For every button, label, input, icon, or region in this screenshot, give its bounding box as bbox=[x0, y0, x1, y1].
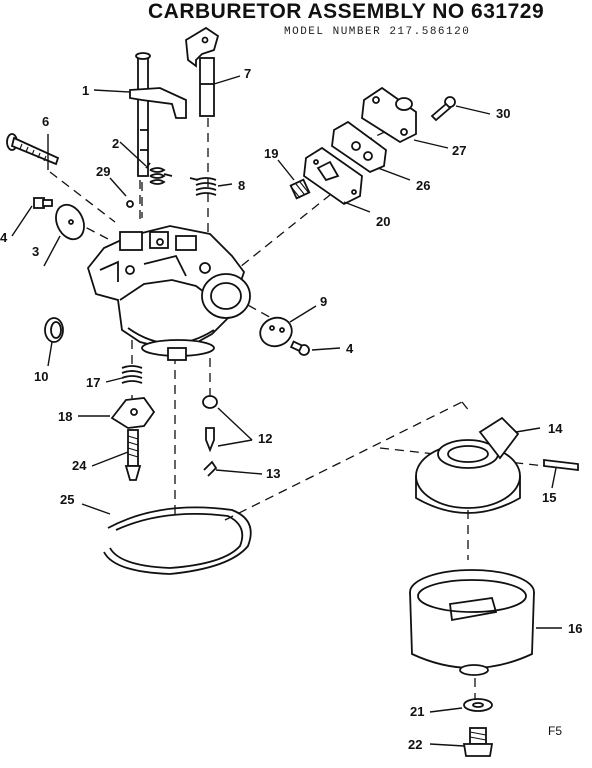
part-needle-clip bbox=[203, 460, 218, 477]
callout-6: 6 bbox=[42, 114, 49, 129]
callout-3: 3 bbox=[32, 244, 39, 259]
part-screw-right bbox=[289, 340, 310, 356]
callout-16: 16 bbox=[568, 621, 582, 636]
part-pump-diaphragm bbox=[331, 120, 387, 174]
callout-25: 25 bbox=[60, 492, 74, 507]
model-number-line: MODEL NUMBER 217.586120 bbox=[284, 26, 471, 38]
callout-12: 12 bbox=[258, 431, 272, 446]
part-choke-valve bbox=[259, 316, 293, 348]
callout-8: 8 bbox=[238, 178, 245, 193]
callout-27: 27 bbox=[452, 143, 466, 158]
callout-4-left: 4 bbox=[0, 230, 8, 245]
part-float bbox=[415, 416, 521, 514]
part-welch-plug bbox=[44, 317, 64, 343]
figure-id: F5 bbox=[548, 724, 563, 738]
part-throttle-return-spring bbox=[145, 162, 173, 185]
part-carburetor-body bbox=[86, 225, 251, 361]
part-bowl-washer bbox=[463, 698, 493, 712]
part-idle-screw-spring bbox=[121, 365, 143, 384]
callout-9: 9 bbox=[320, 294, 327, 309]
callout-30: 30 bbox=[496, 106, 510, 121]
callout-leaders bbox=[11, 75, 562, 747]
callout-labels: 1 2 3 4 4 6 7 8 9 10 12 13 14 15 16 17 1… bbox=[0, 66, 582, 752]
part-check-ball bbox=[126, 200, 134, 208]
callout-21: 21 bbox=[410, 704, 424, 719]
callout-4-right: 4 bbox=[346, 341, 354, 356]
part-choke-shaft bbox=[185, 26, 220, 117]
part-throttle-shaft-lever bbox=[129, 52, 187, 177]
callout-2: 2 bbox=[112, 136, 119, 151]
diagram-title: CARBURETOR ASSEMBLY NO 631729 bbox=[148, 0, 545, 23]
callout-19: 19 bbox=[264, 146, 278, 161]
part-stop-plate bbox=[110, 397, 156, 429]
callout-26: 26 bbox=[416, 178, 430, 193]
part-cover-screw bbox=[430, 96, 456, 122]
callout-10: 10 bbox=[34, 369, 48, 384]
callout-13: 13 bbox=[266, 466, 280, 481]
part-float-pin bbox=[543, 458, 579, 472]
part-pump-gasket bbox=[303, 146, 363, 206]
part-float-bowl bbox=[409, 569, 535, 676]
callout-18: 18 bbox=[58, 409, 72, 424]
callout-24: 24 bbox=[72, 458, 87, 473]
callout-29: 29 bbox=[96, 164, 110, 179]
callout-1: 1 bbox=[82, 83, 89, 98]
callout-7: 7 bbox=[244, 66, 251, 81]
part-gasket-plate bbox=[55, 203, 85, 241]
callout-14: 14 bbox=[548, 421, 563, 436]
callout-22: 22 bbox=[408, 737, 422, 752]
part-screw-left bbox=[33, 197, 53, 209]
part-o-ring bbox=[103, 506, 252, 575]
part-pump-cover bbox=[361, 86, 417, 144]
part-fuel-screen bbox=[289, 178, 311, 200]
part-needle-screw bbox=[124, 429, 142, 481]
part-inlet-needle-seat bbox=[202, 395, 218, 453]
callout-17: 17 bbox=[86, 375, 100, 390]
part-idle-speed-screw bbox=[6, 133, 60, 166]
part-choke-spring bbox=[189, 177, 217, 196]
callout-15: 15 bbox=[542, 490, 556, 505]
callout-20: 20 bbox=[376, 214, 390, 229]
part-bowl-nut bbox=[462, 727, 494, 757]
